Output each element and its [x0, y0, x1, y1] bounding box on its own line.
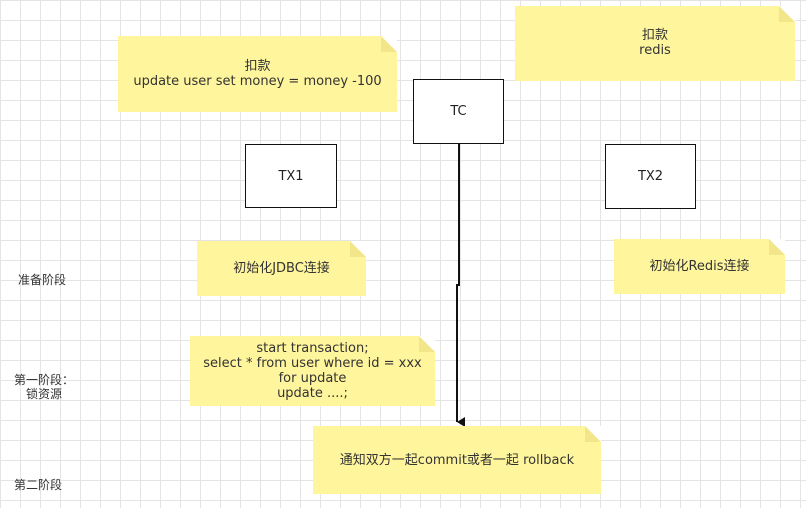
note-sql-line3: for update: [278, 371, 347, 386]
note-deduct-redis-line2: redis: [639, 43, 671, 58]
phase-one-line2: 锁资源: [26, 387, 63, 401]
note-notify-text: 通知双方一起commit或者一起 rollback: [339, 452, 575, 468]
note-deduct-db: 扣款 update user set money = money -100: [118, 36, 397, 112]
note-sql-line2: select * from user where id = xxx: [203, 356, 422, 371]
phase-one-line1: 第一阶段：: [14, 373, 75, 387]
note-init-redis-text: 初始化Redis连接: [649, 259, 750, 274]
note-sql-line4: update ....;: [277, 386, 348, 401]
note-init-jdbc-text: 初始化JDBC连接: [233, 261, 330, 276]
note-deduct-redis-line1: 扣款: [641, 28, 668, 43]
tx2-box: TX2: [605, 144, 696, 209]
note-sql-line1: start transaction;: [256, 341, 369, 356]
note-notify: 通知双方一起commit或者一起 rollback: [313, 426, 601, 494]
note-deduct-db-line1: 扣款: [244, 59, 271, 74]
tx1-box: TX1: [245, 144, 337, 208]
phase-prepare-label: 准备阶段: [18, 273, 66, 287]
phase-one-label: 第一阶段： 锁资源: [14, 373, 74, 401]
note-init-redis: 初始化Redis连接: [614, 239, 785, 294]
note-deduct-db-line2: update user set money = money -100: [133, 74, 382, 89]
phase-two-text: 第二阶段: [14, 478, 63, 492]
note-sql: start transaction; select * from user wh…: [190, 336, 435, 406]
note-deduct-redis: 扣款 redis: [515, 6, 795, 81]
tx1-label: TX1: [278, 168, 304, 184]
tc-arrow-line: [456, 144, 465, 427]
tc-box: TC: [413, 79, 504, 144]
tx2-label: TX2: [637, 169, 664, 184]
phase-two-label: 第二阶段: [14, 478, 62, 492]
tc-label: TC: [450, 104, 467, 119]
note-init-jdbc: 初始化JDBC连接: [197, 241, 366, 296]
phase-prepare-text: 准备阶段: [18, 273, 67, 287]
